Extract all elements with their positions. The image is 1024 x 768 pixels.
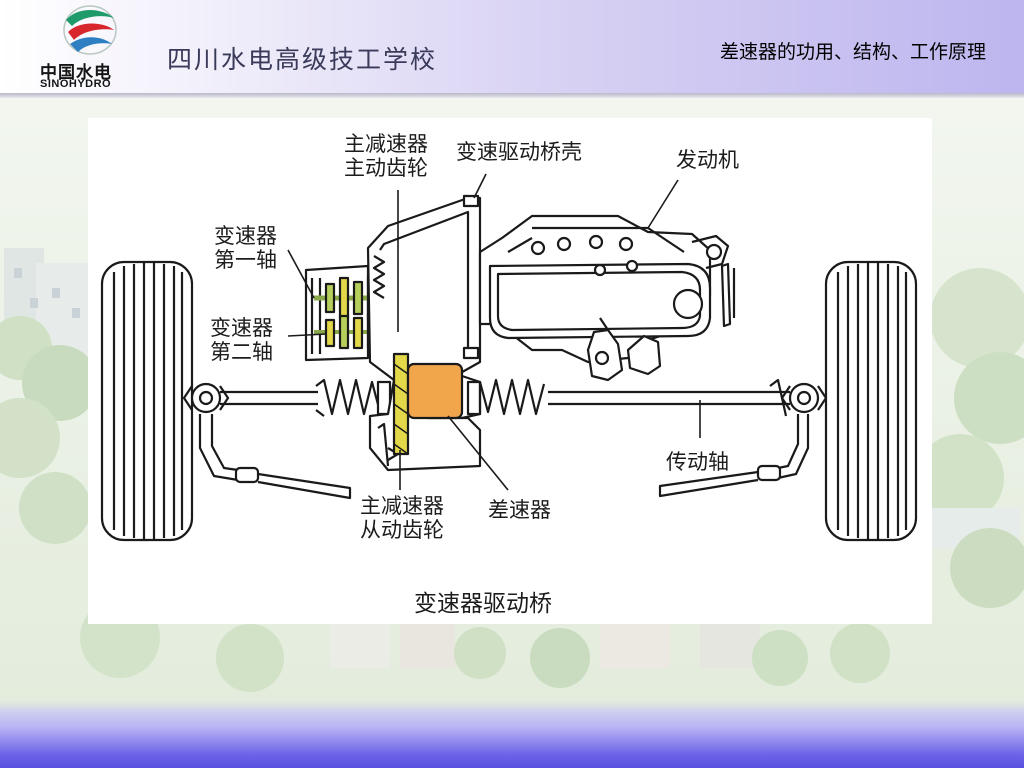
label-main-reducer-drive-gear-line1: 主减速器: [344, 132, 428, 156]
right-hub: [658, 382, 828, 498]
label-transaxle-housing: 变速驱动桥壳: [456, 140, 582, 164]
label-gearbox-first-shaft-line1: 变速器: [214, 224, 277, 248]
right-half-shaft: [466, 378, 790, 417]
label-gearbox-first-shaft: 变速器 第一轴: [214, 224, 277, 272]
sinohydro-logo-icon: [63, 5, 117, 55]
left-wheel: [100, 260, 194, 542]
label-drive-shaft: 传动轴: [666, 450, 729, 474]
header-divider: [0, 93, 1024, 98]
logo-text-en: SINOHYDRO: [40, 78, 112, 90]
left-half-shaft: [220, 378, 392, 417]
diagram-panel: 主减速器 主动齿轮 变速驱动桥壳 发动机 变速器 第一轴 变速器 第二轴 传动轴…: [88, 118, 932, 624]
sinohydro-logo: [22, 2, 152, 92]
school-name: 四川水电高级技工学校: [167, 45, 438, 74]
label-gearbox-second-shaft-line2: 第二轴: [210, 340, 273, 364]
label-main-reducer-drive-gear: 主减速器 主动齿轮: [344, 132, 428, 180]
label-main-reducer-drive-gear-line2: 主动齿轮: [344, 156, 428, 180]
slide-title: 差速器的功用、结构、工作原理: [719, 41, 986, 63]
label-gearbox-second-shaft: 变速器 第二轴: [210, 316, 273, 364]
diagram-caption: 变速器驱动桥: [414, 591, 552, 617]
left-hub: [182, 382, 352, 500]
slide-header: [0, 0, 1024, 96]
label-gearbox-first-shaft-line2: 第一轴: [214, 248, 277, 272]
leader-lines: [287, 173, 701, 491]
label-main-reducer-driven-gear-line1: 主减速器: [360, 494, 444, 518]
transaxle-housing: [366, 194, 482, 472]
label-engine: 发动机: [676, 148, 739, 172]
footer-band: [0, 700, 1024, 768]
logo-text-cn: 中国水电: [40, 63, 112, 83]
transaxle-diagram: [100, 173, 918, 542]
label-main-reducer-driven-gear: 主减速器 从动齿轮: [360, 494, 444, 542]
label-gearbox-second-shaft-line1: 变速器: [210, 316, 273, 340]
label-differential: 差速器: [488, 498, 551, 522]
right-wheel: [824, 260, 918, 542]
engine-block: [478, 214, 736, 382]
differential-housing: [406, 362, 482, 420]
gearbox-housing: [304, 264, 370, 362]
label-main-reducer-driven-gear-line2: 从动齿轮: [360, 518, 444, 542]
